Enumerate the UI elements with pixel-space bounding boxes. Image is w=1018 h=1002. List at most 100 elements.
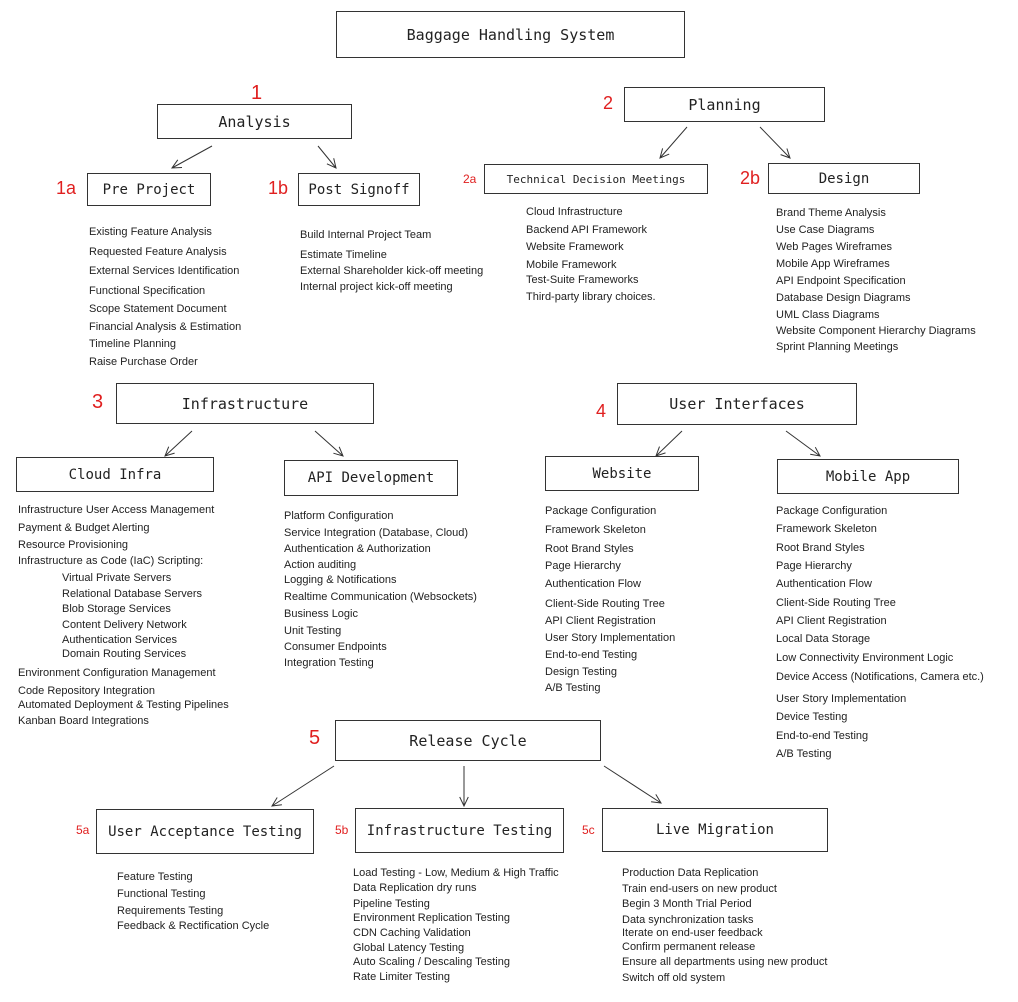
task-item: Authentication Flow <box>776 578 872 590</box>
task-item: Web Pages Wireframes <box>776 241 892 253</box>
subsection-box-pre-project: Pre Project <box>87 173 211 206</box>
task-item: Service Integration (Database, Cloud) <box>284 527 469 539</box>
task-item: Content Delivery Network <box>62 619 187 631</box>
task-item: External Services Identification <box>89 265 240 277</box>
task-item: Resource Provisioning <box>18 539 129 551</box>
task-item: Package Configuration <box>545 505 657 517</box>
task-item: Load Testing - Low, Medium & High Traffi… <box>353 867 559 879</box>
task-item: Train end-users on new product <box>622 883 777 895</box>
task-item: Begin 3 Month Trial Period <box>622 898 752 910</box>
task-item: Client-Side Routing Tree <box>776 597 896 609</box>
task-item: Infrastructure User Access Management <box>18 504 215 516</box>
task-item: Pipeline Testing <box>353 898 430 910</box>
task-item: Realtime Communication (Websockets) <box>284 591 477 603</box>
task-item: Framework Skeleton <box>545 524 646 536</box>
task-item: Website Framework <box>526 241 624 253</box>
task-item: Timeline Planning <box>89 338 177 350</box>
subsection-box-user-acceptance-testing: User Acceptance Testing <box>96 809 314 854</box>
task-item: Scope Statement Document <box>89 303 227 315</box>
task-item: Device Testing <box>776 711 848 723</box>
task-item: Authentication Flow <box>545 578 641 590</box>
task-item: Website Component Hierarchy Diagrams <box>776 325 976 337</box>
section-number-3: 3 <box>92 391 104 413</box>
task-item: Cloud Infrastructure <box>526 206 623 218</box>
task-item: Mobile Framework <box>526 259 617 271</box>
task-item: Existing Feature Analysis <box>89 226 212 238</box>
task-item: Device Access (Notifications, Camera etc… <box>776 671 984 683</box>
task-item: Data Replication dry runs <box>353 882 477 894</box>
task-item: API Endpoint Specification <box>776 275 906 287</box>
subsection-box-design: Design <box>768 163 920 194</box>
task-item: Local Data Storage <box>776 633 871 645</box>
task-item: Action auditing <box>284 559 357 571</box>
subsection-number-2b: 2b <box>740 168 761 188</box>
task-item: Global Latency Testing <box>353 942 465 954</box>
task-item: Business Logic <box>284 608 358 620</box>
task-item: Auto Scaling / Descaling Testing <box>353 956 510 968</box>
arrow <box>271 765 335 807</box>
task-item: Switch off old system <box>622 972 726 984</box>
subsection-box-technical-decision-meetings: Technical Decision Meetings <box>484 164 708 194</box>
task-item: Kanban Board Integrations <box>18 715 149 727</box>
arrow <box>759 126 791 159</box>
section-box-analysis: Analysis <box>157 104 352 139</box>
section-box-release-cycle: Release Cycle <box>335 720 601 761</box>
task-item: Functional Testing <box>117 888 206 900</box>
task-item: Payment & Budget Alerting <box>18 522 150 534</box>
task-item: Unit Testing <box>284 625 342 637</box>
task-item: Infrastructure as Code (IaC) Scripting: <box>18 555 204 567</box>
task-item: Feedback & Rectification Cycle <box>117 920 270 932</box>
task-item: Confirm permanent release <box>622 941 756 953</box>
task-item: Design Testing <box>545 666 617 678</box>
task-item: Financial Analysis & Estimation <box>89 321 242 333</box>
task-item: Brand Theme Analysis <box>776 207 886 219</box>
subsection-box-mobile-app: Mobile App <box>777 459 959 494</box>
arrow <box>785 430 821 457</box>
task-item: Blob Storage Services <box>62 603 171 615</box>
task-item: Root Brand Styles <box>776 542 865 554</box>
task-item: Relational Database Servers <box>62 588 203 600</box>
task-item: Package Configuration <box>776 505 888 517</box>
task-item: Integration Testing <box>284 657 374 669</box>
arrow <box>603 765 662 804</box>
task-item: Logging & Notifications <box>284 574 397 586</box>
arrow <box>459 766 469 808</box>
task-item: Consumer Endpoints <box>284 641 387 653</box>
task-item: Backend API Framework <box>526 224 648 236</box>
task-item: Authentication Services <box>62 634 177 646</box>
subsection-number-1b: 1b <box>268 178 289 198</box>
task-item: Framework Skeleton <box>776 523 877 535</box>
task-item: Environment Configuration Management <box>18 667 216 679</box>
subsection-box-cloud-infra: Cloud Infra <box>16 457 214 492</box>
subsection-number-5b: 5b <box>335 823 349 837</box>
task-item: End-to-end Testing <box>545 649 638 661</box>
task-item: Functional Specification <box>89 285 206 297</box>
task-item: Low Connectivity Environment Logic <box>776 652 954 664</box>
task-item: CDN Caching Validation <box>353 927 471 939</box>
task-item: API Client Registration <box>545 615 656 627</box>
section-number-4: 4 <box>596 401 607 421</box>
task-item: Sprint Planning Meetings <box>776 341 899 353</box>
task-item: Virtual Private Servers <box>62 572 172 584</box>
subsection-number-5a: 5a <box>76 823 90 837</box>
task-item: Rate Limiter Testing <box>353 971 451 983</box>
task-item: Feature Testing <box>117 871 193 883</box>
task-item: Use Case Diagrams <box>776 224 875 236</box>
task-item: Requested Feature Analysis <box>89 246 227 258</box>
arrow <box>655 430 683 457</box>
section-number-2: 2 <box>603 93 614 113</box>
task-item: Environment Replication Testing <box>353 912 510 924</box>
subsection-box-api-development: API Development <box>284 460 458 496</box>
task-item: External Shareholder kick-off meeting <box>300 265 484 277</box>
subsection-box-live-migration: Live Migration <box>602 808 828 852</box>
diagram-title: Baggage Handling System <box>336 11 685 58</box>
task-item: Code Repository Integration <box>18 685 155 697</box>
task-item: Page Hierarchy <box>776 560 852 572</box>
arrow <box>659 126 688 159</box>
task-item: Production Data Replication <box>622 867 759 879</box>
task-item: Client-Side Routing Tree <box>545 598 665 610</box>
subsection-number-1a: 1a <box>56 178 77 198</box>
task-item: Ensure all departments using new product <box>622 956 828 968</box>
task-item: A/B Testing <box>545 682 601 694</box>
section-number-5: 5 <box>309 727 321 749</box>
